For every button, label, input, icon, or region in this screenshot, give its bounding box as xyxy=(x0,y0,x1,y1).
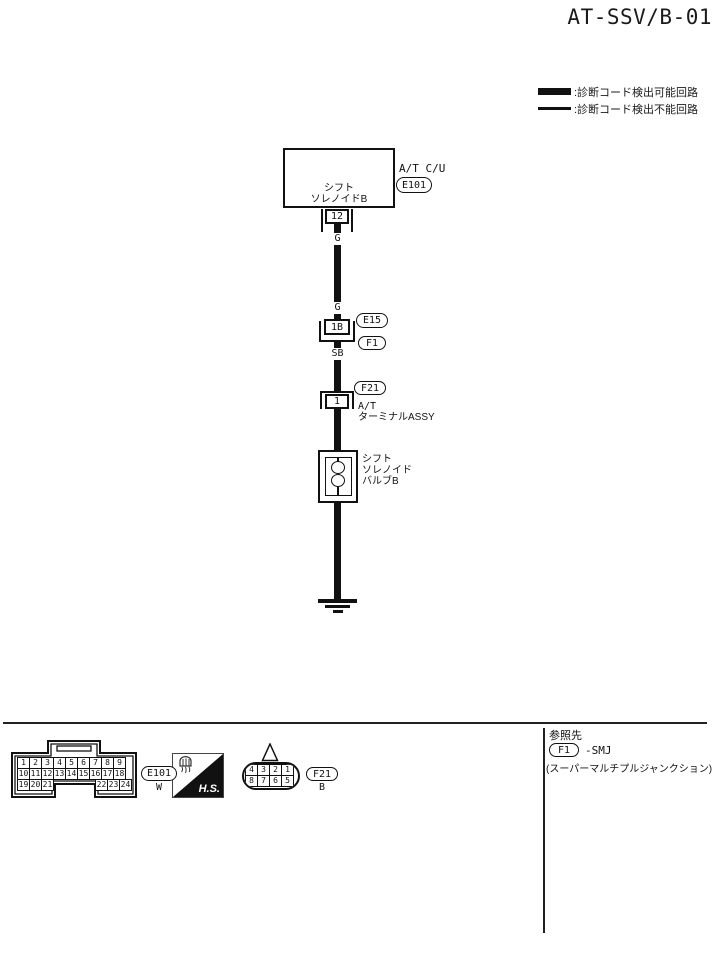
connector-ref-badge-f1-footer: F1 xyxy=(549,743,579,757)
connector-key-triangle xyxy=(261,743,279,762)
wire-segment xyxy=(334,314,341,322)
coil-lead xyxy=(337,457,339,463)
wire-color-label: SB xyxy=(315,348,360,359)
coil-lead xyxy=(337,487,339,496)
connector-ref-badge-e15: E15 xyxy=(356,313,388,328)
ecu-box: シフト ソレノイドB xyxy=(283,148,395,208)
connector-outline xyxy=(11,740,137,798)
pin-cell: 5 xyxy=(281,775,294,787)
pin-row: 19 20 21 xyxy=(17,779,54,791)
diagram-title: AT-SSV/B-01 xyxy=(567,5,712,29)
wire-segment xyxy=(334,342,341,349)
f21-pin-connector: 4 3 2 1 8 7 6 5 xyxy=(242,762,300,790)
connector-bracket xyxy=(321,209,353,232)
pin-cell: 14 xyxy=(65,768,78,780)
wire-segment xyxy=(334,360,341,393)
reference-divider xyxy=(543,728,545,933)
connector-color-label: B xyxy=(318,782,326,793)
pin-cell: 21 xyxy=(41,779,54,791)
ecu-internal-label: シフト ソレノイドB xyxy=(310,183,368,205)
pin-row: 8 7 6 5 xyxy=(245,775,294,787)
legend-label: :診断コード検出不能回路 xyxy=(574,103,699,116)
ecu-unit-label: A/T C/U xyxy=(399,162,446,175)
e101-pin-connector: 1 2 3 4 5 6 7 8 9 10 11 12 13 14 15 16 1… xyxy=(11,740,139,800)
connector-doodle-icon xyxy=(179,756,192,774)
connector-ref-badge-f1: F1 xyxy=(358,336,386,350)
ground-icon xyxy=(333,610,343,613)
pin-cell: 24 xyxy=(119,779,132,791)
wire-segment xyxy=(334,224,341,235)
pin-1-box: 1 xyxy=(325,394,349,409)
pin-row: 4 3 2 1 xyxy=(245,764,294,776)
pin-1b-box: 1B xyxy=(324,319,350,335)
legend-label: :診断コード検出可能回路 xyxy=(574,86,699,99)
legend-row-undetectable: :診断コード検出不能回路 xyxy=(538,102,699,116)
legend-row-detectable: :診断コード検出可能回路 xyxy=(538,85,699,99)
wire-color-label: G xyxy=(315,233,360,244)
solenoid-label: シフト ソレノイド バルブB xyxy=(362,454,412,487)
harness-side-icon: H.S. xyxy=(172,753,224,798)
connector-ref-badge-e101-footer: E101 xyxy=(141,766,177,781)
pin-12-box: 12 xyxy=(325,209,349,224)
wire-segment xyxy=(334,245,341,303)
wire-segment xyxy=(334,409,341,450)
hs-label: H.S. xyxy=(198,783,220,795)
footer-divider xyxy=(3,722,707,724)
connector-ref-badge-f21: F21 xyxy=(354,381,386,395)
thick-line-swatch xyxy=(538,88,571,95)
coil-loop-icon xyxy=(331,474,345,487)
connector-bracket xyxy=(319,321,355,342)
ground-icon xyxy=(325,605,350,608)
coil-loop-icon xyxy=(331,461,345,474)
thin-line-swatch xyxy=(538,107,571,110)
reference-note: (スーパーマルチプルジャンクション) xyxy=(546,764,713,775)
terminal-assy-label: A/T ターミナルASSY xyxy=(358,401,435,423)
connector-color-label: W xyxy=(155,782,163,793)
ground-icon xyxy=(318,599,357,603)
wire-color-label: G xyxy=(315,302,360,313)
reference-heading: 参照先 xyxy=(549,730,582,742)
pin-row: 22 23 24 xyxy=(95,779,132,791)
reference-suffix: -SMJ xyxy=(585,743,612,757)
reference-row: F1 -SMJ xyxy=(549,743,612,757)
pin-cell: 13 xyxy=(53,768,66,780)
connector-ref-badge-e101: E101 xyxy=(396,177,432,193)
pin-row: 10 11 12 13 14 15 16 17 18 xyxy=(17,768,126,780)
connector-bracket xyxy=(320,391,354,409)
legend: :診断コード検出可能回路 :診断コード検出不能回路 xyxy=(538,85,698,119)
wire-segment xyxy=(334,503,341,600)
connector-ref-badge-f21-footer: F21 xyxy=(306,767,338,781)
